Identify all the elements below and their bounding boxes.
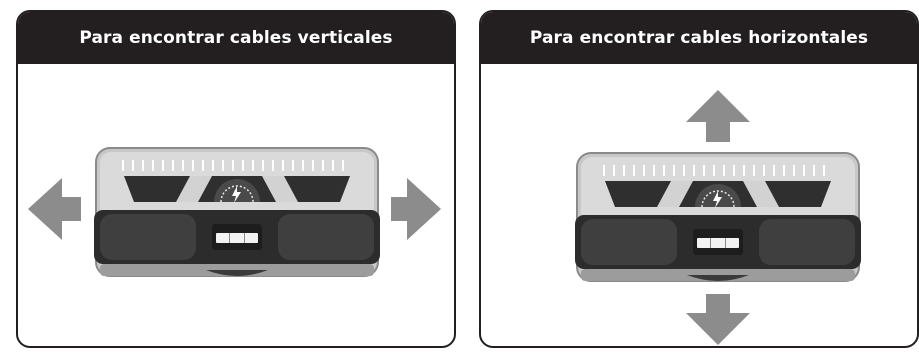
panel-body bbox=[481, 64, 917, 346]
illustration-vertical-scan bbox=[28, 147, 441, 277]
panel-title: Para encontrar cables verticales bbox=[79, 28, 393, 48]
panel-horizontal-cables: Para encontrar cables horizontales bbox=[479, 10, 919, 348]
arrow-left-icon bbox=[28, 178, 81, 240]
panel-header: Para encontrar cables horizontales bbox=[481, 12, 917, 64]
stud-finder-device-icon bbox=[575, 152, 861, 282]
arrow-up-icon bbox=[686, 90, 750, 142]
panel-header: Para encontrar cables verticales bbox=[18, 12, 454, 64]
panel-body bbox=[18, 64, 454, 346]
panel-vertical-cables: Para encontrar cables verticales bbox=[16, 10, 456, 348]
arrow-down-icon bbox=[686, 294, 750, 345]
panel-title: Para encontrar cables horizontales bbox=[529, 28, 869, 48]
arrow-right-icon bbox=[391, 178, 441, 240]
stud-finder-device-icon bbox=[94, 147, 380, 277]
illustration-horizontal-scan bbox=[575, 90, 861, 345]
